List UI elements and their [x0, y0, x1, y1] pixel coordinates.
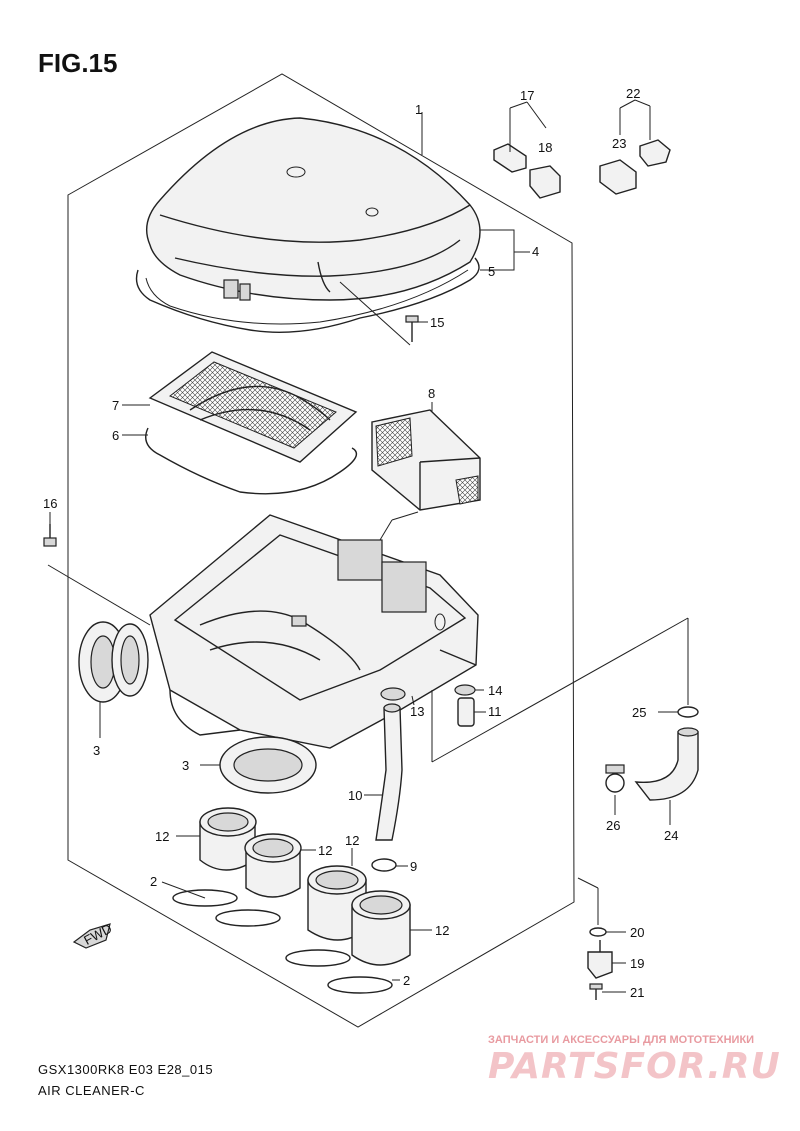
model-code: GSX1300RK8 E03 E28_015: [38, 1062, 214, 1077]
callout-4: 4: [532, 244, 539, 259]
callout-1: 1: [415, 102, 422, 117]
intake-funnel-part-12-d: [351, 890, 411, 966]
connector-part-22: [639, 139, 671, 167]
funnel-clamps-part-2-upper: [172, 889, 281, 927]
callout-24: 24: [664, 828, 678, 843]
callout-9: 9: [410, 859, 417, 874]
callout-15: 15: [430, 315, 444, 330]
callout-26: 26: [606, 818, 620, 833]
element-gasket-part-6: [145, 427, 358, 495]
callout-labels: 1 17 18 22 23 4 5 15 7 8 6 16 14 13 11 2…: [43, 86, 678, 1000]
clamp-part-26: [605, 764, 625, 793]
cover-seal-inner: [145, 269, 469, 325]
callout-10: 10: [348, 788, 362, 803]
callout-3-left: 3: [93, 743, 100, 758]
funnel-clamps-part-2-lower: [285, 949, 393, 994]
bolt-part-16: [43, 524, 57, 547]
screen-part-8: [371, 409, 481, 511]
callout-25: 25: [632, 705, 646, 720]
breather-hose-part-24: [634, 727, 699, 801]
drain-cap-part-14: [454, 684, 476, 696]
callout-18: 18: [538, 140, 552, 155]
callout-23: 23: [612, 136, 626, 151]
callout-17: 17: [520, 88, 534, 103]
connector-part-18: [529, 165, 561, 199]
callout-19: 19: [630, 956, 644, 971]
callout-2-upper: 2: [150, 874, 157, 889]
clip-part-25: [677, 706, 699, 718]
connector-part-23: [599, 159, 637, 195]
callout-12-c: 12: [345, 833, 359, 848]
callout-5: 5: [488, 264, 495, 279]
figure-title: FIG.15: [38, 48, 118, 78]
intake-funnel-part-12-a: [199, 807, 257, 871]
callout-3-bottom: 3: [182, 758, 189, 773]
callout-21: 21: [630, 985, 644, 1000]
clip-part-13: [380, 687, 406, 701]
air-cleaner-case: [149, 514, 479, 749]
callout-6: 6: [112, 428, 119, 443]
filter-element-part-7: [148, 351, 358, 463]
callout-2-lower: 2: [403, 973, 410, 988]
watermark-tagline: ЗАПЧАСТИ И АКСЕССУАРЫ ДЛЯ МОТОТЕХНИКИ: [488, 1034, 755, 1046]
drain-hose-part-10: [375, 703, 403, 841]
cover-seal-part-5: [135, 257, 480, 333]
connector-part-17: [493, 143, 527, 173]
callout-11: 11: [488, 704, 502, 719]
duct-seal-part-3-left: [78, 621, 149, 703]
leader-lines: [47, 99, 689, 993]
figure-subtitle: AIR CLEANER-C: [38, 1083, 145, 1098]
callout-20: 20: [630, 925, 644, 940]
assembly-boundary: [67, 73, 575, 1028]
callout-13: 13: [410, 704, 424, 719]
forward-direction-marker: FWD: [72, 921, 114, 949]
callout-8: 8: [428, 386, 435, 401]
clamp-part-9: [371, 858, 397, 872]
callout-16: 16: [43, 496, 57, 511]
callout-12-b: 12: [318, 843, 332, 858]
sensor-part-19: [587, 940, 613, 979]
duct-seal-part-3-bottom: [219, 736, 317, 794]
screw-part-15: [405, 315, 419, 342]
o-ring-part-20: [589, 927, 607, 937]
callout-22: 22: [626, 86, 640, 101]
callout-12-d: 12: [435, 923, 449, 938]
drain-plug-part-11: [457, 697, 475, 727]
watermark-brand: PARTSFOR.RU: [488, 1046, 781, 1087]
callout-12-a: 12: [155, 829, 169, 844]
upper-cover-part-1: [146, 117, 481, 301]
screw-part-21: [589, 983, 603, 1000]
callout-14: 14: [488, 683, 502, 698]
intake-funnel-part-12-b: [244, 833, 302, 898]
callout-7: 7: [112, 398, 119, 413]
